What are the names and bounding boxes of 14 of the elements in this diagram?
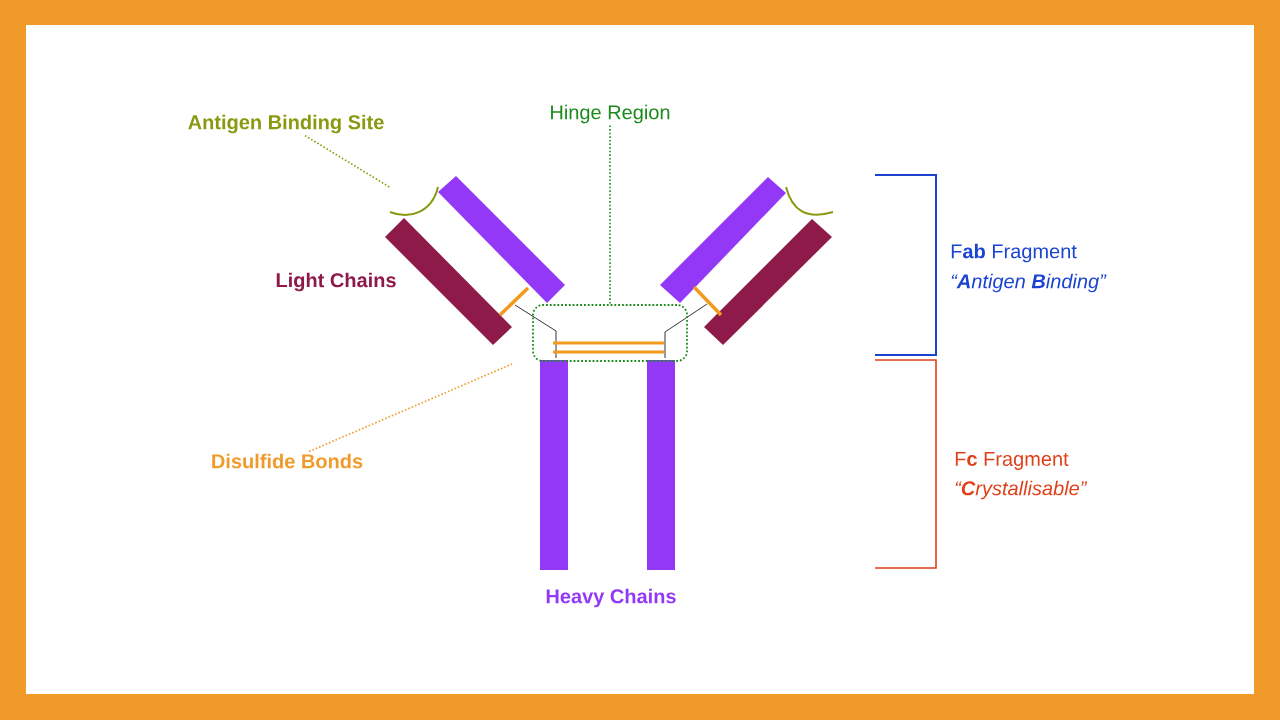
callout-label: Hinge Region: [551, 104, 670, 124]
text-label: Fc Fragment: [955, 452, 1069, 470]
leader-line: [609, 124, 611, 305]
leader-line: [308, 363, 513, 453]
text-label: “Antigen Binding”: [951, 273, 1107, 293]
text-label: Heavy Chains: [546, 588, 676, 608]
text-label: “Crystallisable”: [955, 480, 1088, 500]
antigen-binding-site-curve: [389, 186, 439, 216]
text-label: Light Chains: [276, 272, 396, 292]
text-label: Fab Fragment: [951, 243, 1077, 263]
hinge-region-box: [532, 304, 688, 362]
leader-line: [304, 134, 391, 189]
callout-label: Antigen Binding Site: [188, 114, 384, 134]
callout-label: Disulfide Bonds: [212, 453, 363, 469]
